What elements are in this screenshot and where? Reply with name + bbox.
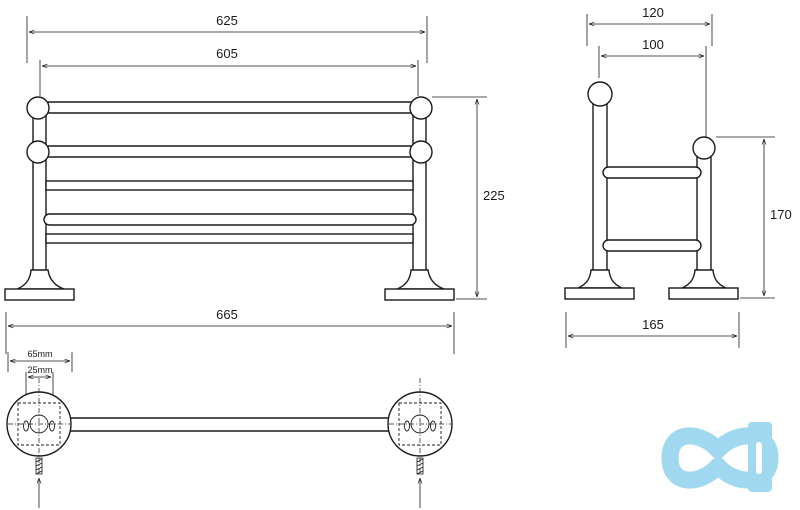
ball-mid-right bbox=[409, 140, 433, 164]
dim-label-665: 665 bbox=[216, 307, 238, 322]
top-rail bbox=[43, 101, 417, 114]
front-view: 625 605 225 bbox=[4, 13, 505, 354]
dim-label-165: 165 bbox=[642, 317, 664, 332]
dim-label-170: 170 bbox=[770, 207, 792, 222]
shelf-bar-1 bbox=[45, 180, 414, 191]
top-view-rail bbox=[67, 417, 395, 432]
left-foot-flange bbox=[16, 269, 65, 290]
dim-base-depth: 165 bbox=[565, 312, 740, 348]
dim-mount-plate: 65mm bbox=[7, 349, 73, 372]
dim-front-height: 170 bbox=[716, 136, 792, 299]
rear-foot-base bbox=[564, 287, 635, 300]
right-foot-base bbox=[384, 288, 455, 301]
ball-mid-left bbox=[26, 140, 50, 164]
dim-label-120: 120 bbox=[642, 5, 664, 20]
front-ball bbox=[692, 136, 716, 160]
left-foot-base bbox=[4, 288, 75, 301]
top-view: 65mm 25mm bbox=[6, 349, 453, 508]
dim-depth-outer: 120 bbox=[586, 5, 713, 46]
dim-label-225: 225 bbox=[483, 188, 505, 203]
dim-base-width: 665 bbox=[5, 307, 455, 354]
dim-label-625: 625 bbox=[216, 13, 238, 28]
front-foot-flange bbox=[681, 269, 727, 289]
second-rail bbox=[43, 145, 417, 158]
lower-rail bbox=[43, 213, 417, 226]
right-post bbox=[412, 103, 427, 273]
dim-inner-top: 605 bbox=[39, 46, 419, 96]
right-foot-flange bbox=[396, 269, 445, 290]
rear-ball bbox=[587, 81, 613, 107]
ball-top-right bbox=[409, 96, 433, 120]
dim-label-65mm: 65mm bbox=[27, 349, 52, 359]
dim-label-100: 100 bbox=[642, 37, 664, 52]
side-bar-upper bbox=[602, 166, 702, 179]
dim-overall-top: 625 bbox=[26, 13, 428, 63]
dim-label-605: 605 bbox=[216, 46, 238, 61]
dim-label-25mm: 25mm bbox=[27, 365, 52, 375]
left-mount-plate bbox=[6, 378, 72, 508]
dim-depth-inner: 100 bbox=[598, 37, 707, 140]
ball-top-left bbox=[26, 96, 50, 120]
dim-height: 225 bbox=[432, 96, 505, 300]
side-view: 120 100 170 bbox=[564, 5, 792, 348]
infinity-co-logo-icon bbox=[661, 422, 779, 492]
shelf-bar-2 bbox=[45, 233, 414, 244]
left-post bbox=[32, 103, 47, 273]
side-bar-lower bbox=[602, 239, 702, 252]
right-mount-plate bbox=[387, 378, 453, 508]
front-foot-base bbox=[668, 287, 739, 300]
rear-foot-flange bbox=[577, 269, 623, 289]
